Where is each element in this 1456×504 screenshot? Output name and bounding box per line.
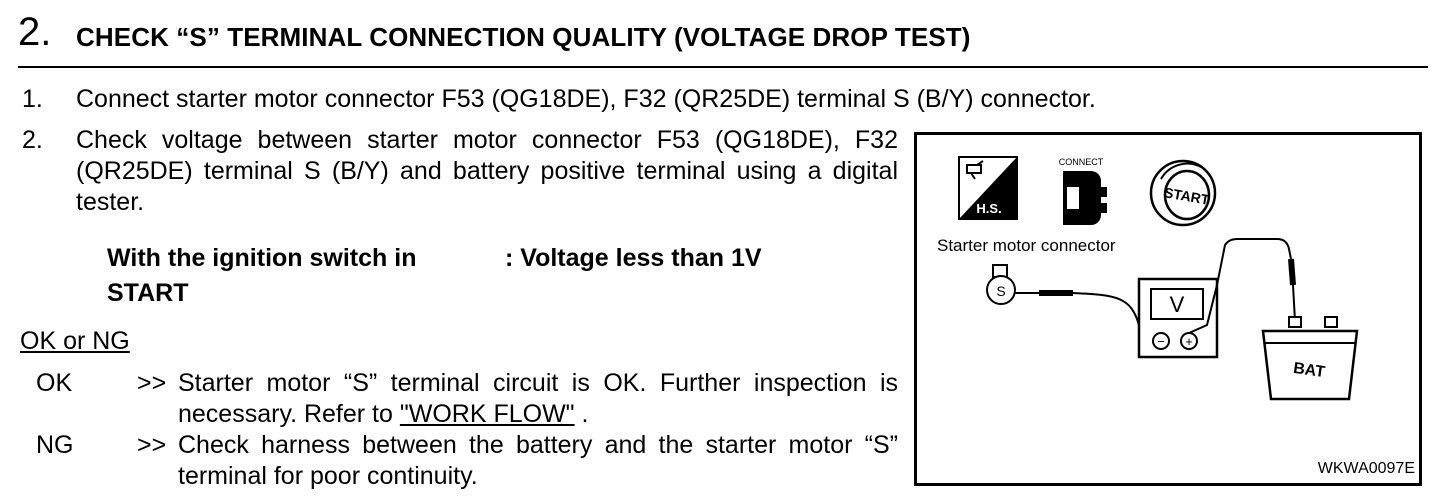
step-title: CHECK “S” TERMINAL CONNECTION QUALITY (V… [76,22,971,52]
connect-label: CONNECT [1059,157,1104,167]
step-number: 2. [18,10,52,54]
terminal-s-label: S [996,283,1005,299]
hs-icon: H.S. [958,156,1018,220]
meter-label: V [1170,292,1185,317]
condition-label-line2: START [107,279,189,307]
item-1-text: Connect starter motor connector F53 (QG1… [76,85,1096,113]
terminal-s: S [986,264,1016,305]
work-flow-link[interactable]: "WORK FLOW" [399,400,575,428]
ok-text: Starter motor “S” terminal circuit is OK… [178,369,898,428]
condition-label-line1: With the ignition switch in [107,244,417,272]
starter-motor-connector-label: Starter motor connector [937,236,1116,255]
figure-code: WKWA0097E [1317,460,1415,477]
ng-arrow: >> [137,431,167,459]
battery-icon: BAT [1261,316,1359,401]
start-key-icon: START [1149,159,1217,227]
item-1-number: 1. [22,85,43,113]
ng-key: NG [36,431,74,459]
wire-positive [1188,238,1292,334]
item-2-text: Check voltage between starter motor conn… [76,126,898,216]
battery-label: BAT [1292,360,1326,381]
test-diagram: Starter motor connector WKWA0097E H.S. C… [914,132,1422,486]
meter-plus: + [1185,334,1193,349]
probe-needle-positive [1292,284,1296,322]
ok-arrow: >> [137,369,167,397]
start-label: START [1163,184,1211,208]
meter-minus: − [1157,334,1165,349]
voltmeter-icon: V − + [1137,277,1219,359]
connect-icon: CONNECT [1059,157,1107,225]
wire-negative [1072,292,1148,346]
condition-value: : Voltage less than 1V [505,244,762,272]
ok-ng-heading: OK or NG [20,327,130,355]
diagram-svg: H.S. CONNECT START S V [958,156,1359,401]
header-rule [18,66,1428,68]
ok-key: OK [36,369,73,397]
hs-label: H.S. [976,201,1001,216]
ng-text: Check harness between the battery and th… [178,431,898,490]
item-2-number: 2. [22,126,43,154]
probe-tip-positive [1288,258,1296,286]
